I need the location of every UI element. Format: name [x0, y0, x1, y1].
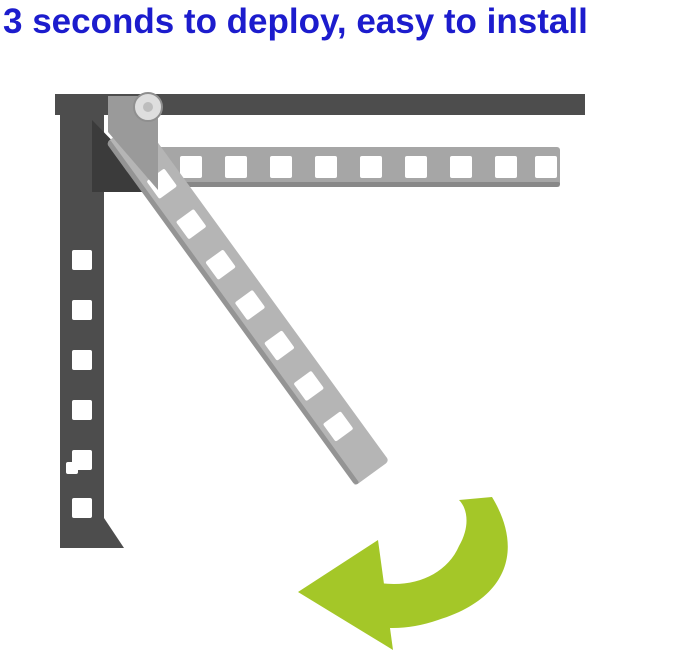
hinge-bolt-icon [133, 92, 163, 122]
top-rail [55, 94, 585, 115]
headline: 3 seconds to deploy, easy to install [3, 2, 588, 41]
folding-arm [106, 119, 388, 485]
rotate-arrow-icon [298, 497, 508, 650]
horizontal-arm [158, 147, 560, 187]
vertical-rail [60, 110, 124, 548]
